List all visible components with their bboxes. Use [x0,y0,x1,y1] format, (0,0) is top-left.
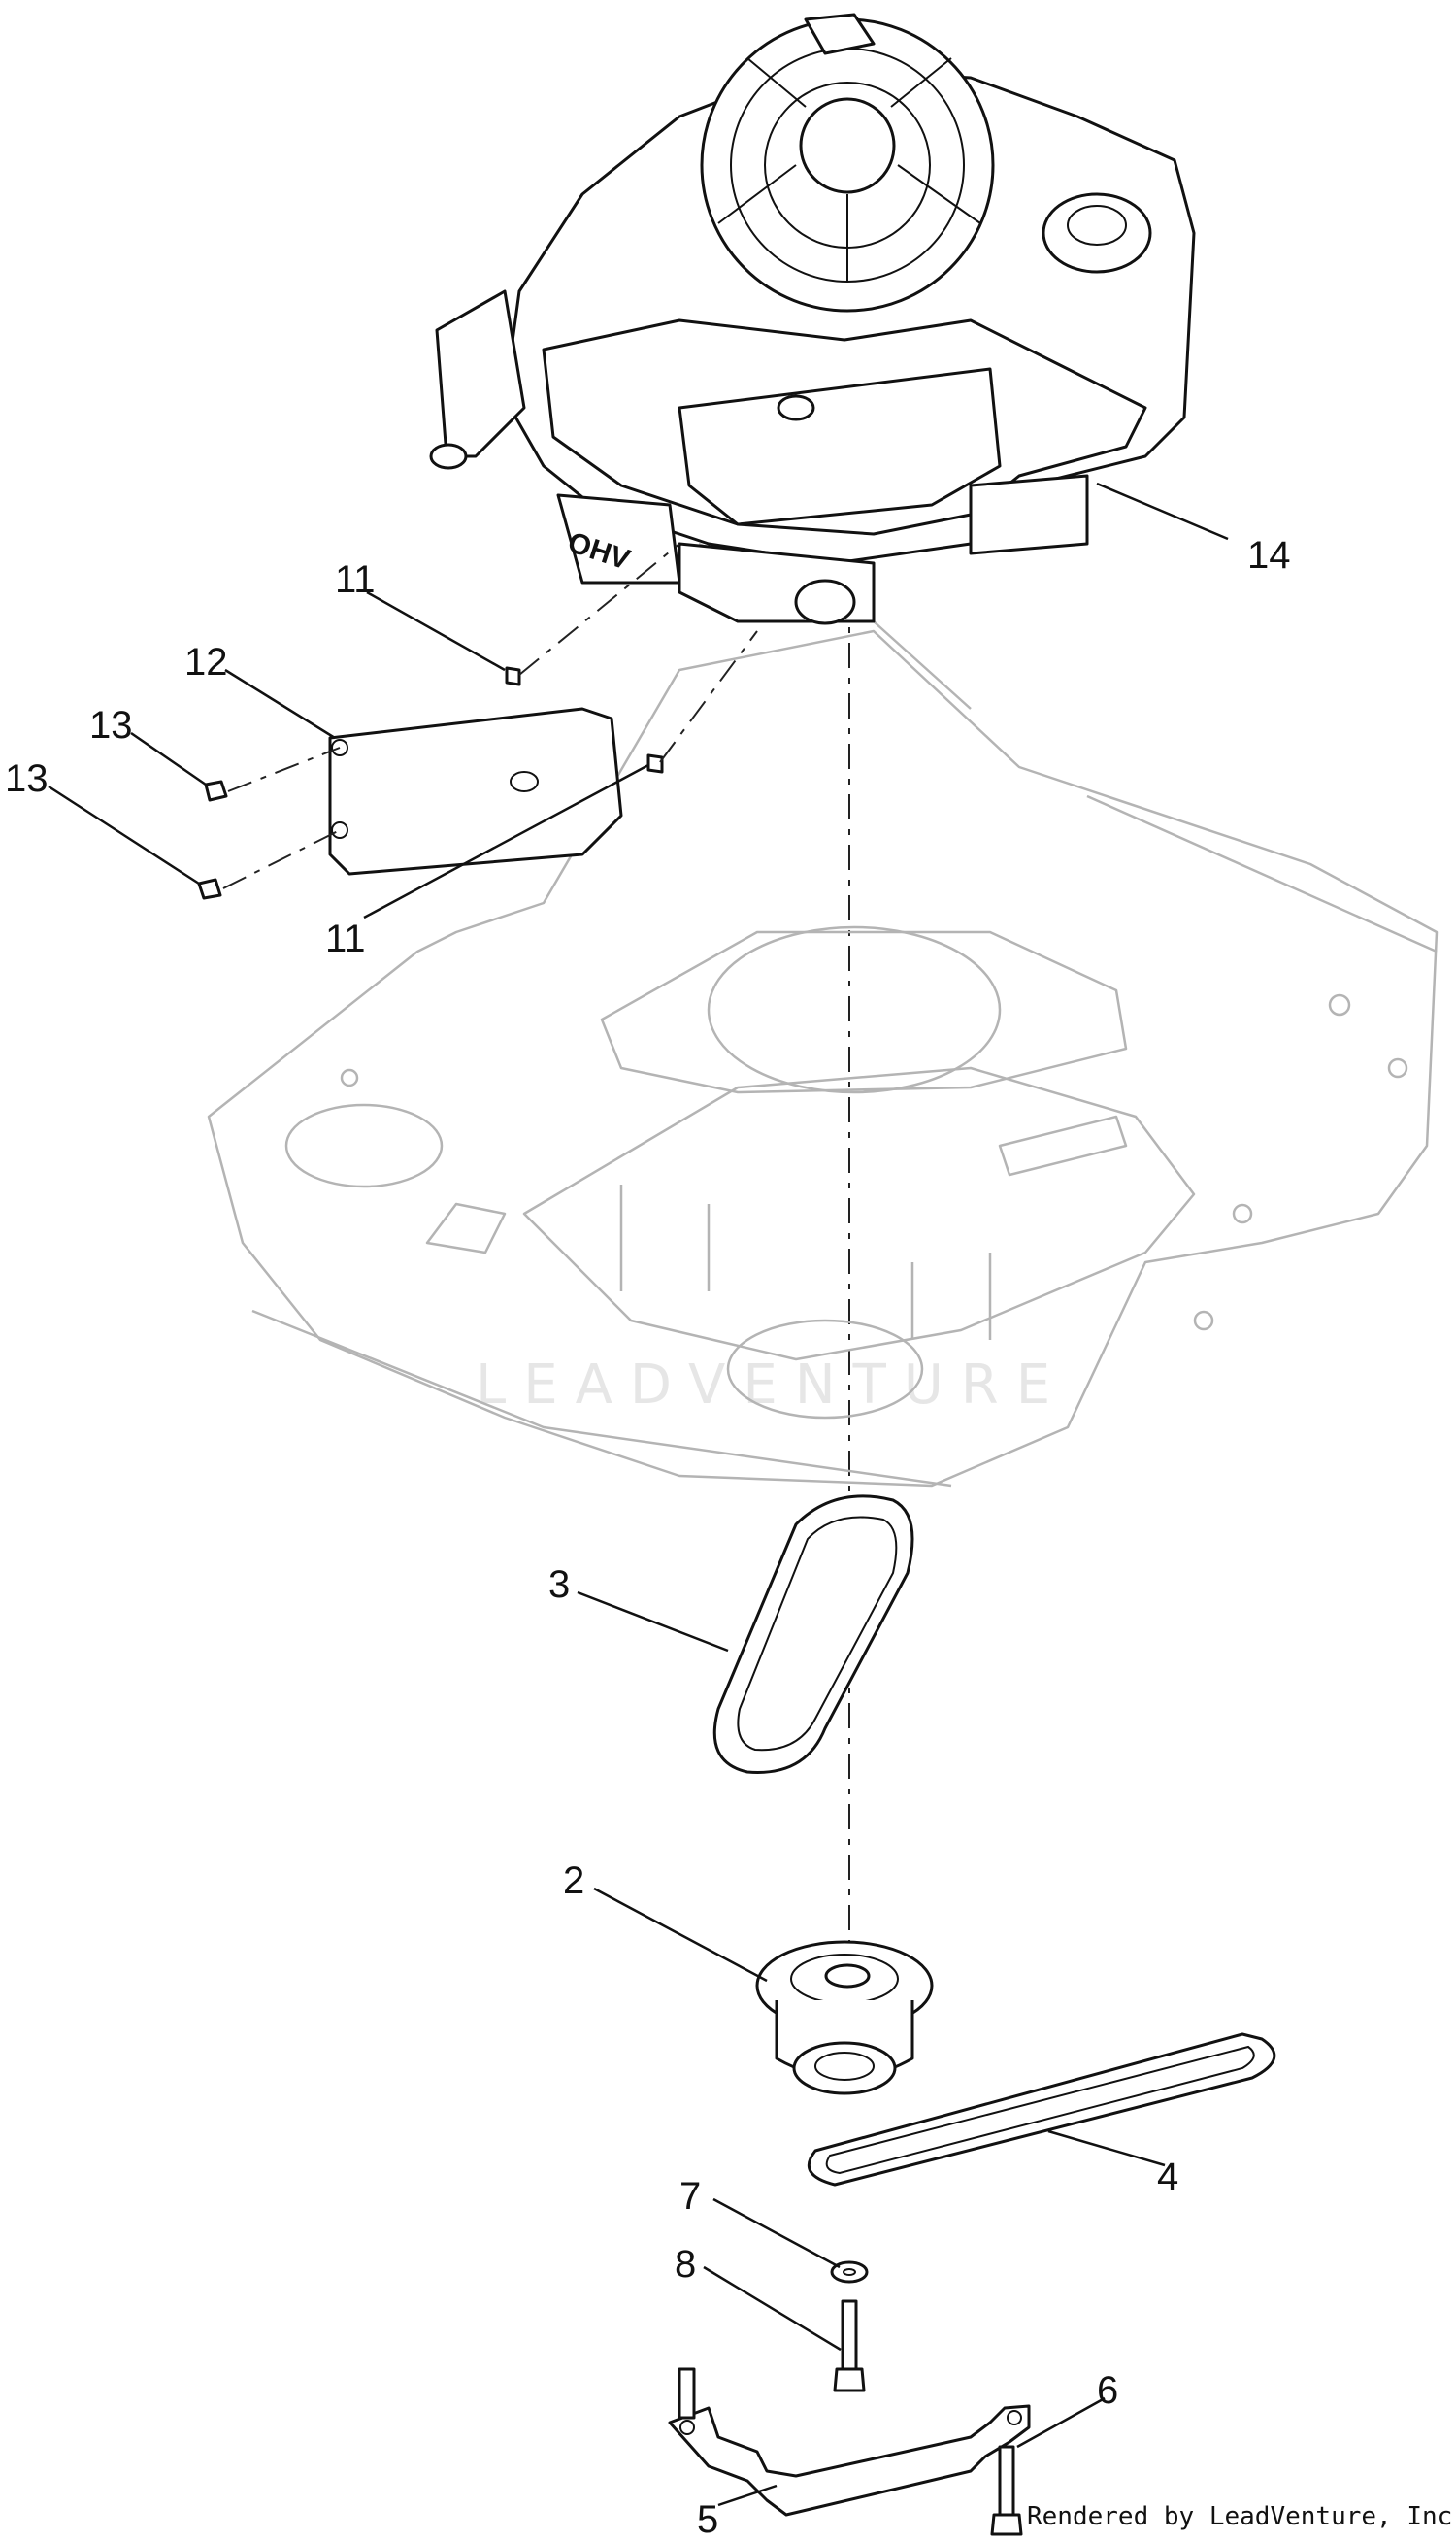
callout-11-lower: 11 [325,918,366,960]
callout-12: 12 [184,641,228,684]
callout-8: 8 [675,2243,696,2286]
callout-2: 2 [563,1859,584,1902]
callout-3: 3 [548,1563,570,1606]
engine: OHV [429,13,1196,625]
bolt-8 [833,2299,866,2392]
washer-7 [830,2260,869,2284]
footer-credit: Rendered by LeadVenture, Inc. [1027,2502,1456,2531]
leader-lines [48,482,1229,2507]
bolt-11-upper [505,666,521,686]
bolt-13-upper [204,780,228,802]
bolt-13-lower [197,878,222,900]
callout-13-lower: 13 [5,757,49,800]
mower-deck-frame [207,542,1439,1488]
callout-7: 7 [679,2175,701,2218]
callout-5: 5 [697,2498,718,2541]
callout-14: 14 [1247,534,1291,577]
callout-4: 4 [1157,2156,1178,2198]
callout-6: 6 [1097,2369,1118,2412]
pulley-2 [755,1940,934,2095]
bolt-6 [990,2445,1023,2536]
bolt-11-lower [646,753,664,774]
belt-4 [807,2032,1276,2187]
callout-11-upper: 11 [335,558,376,601]
belt-3 [712,1494,914,1774]
engine-bracket [328,707,623,876]
bracket-alignment-lines [222,543,758,889]
callout-13-upper: 13 [89,704,133,747]
bracket-5 [668,2367,1031,2517]
watermark-text: LEADVENTURE [476,1354,1068,1417]
